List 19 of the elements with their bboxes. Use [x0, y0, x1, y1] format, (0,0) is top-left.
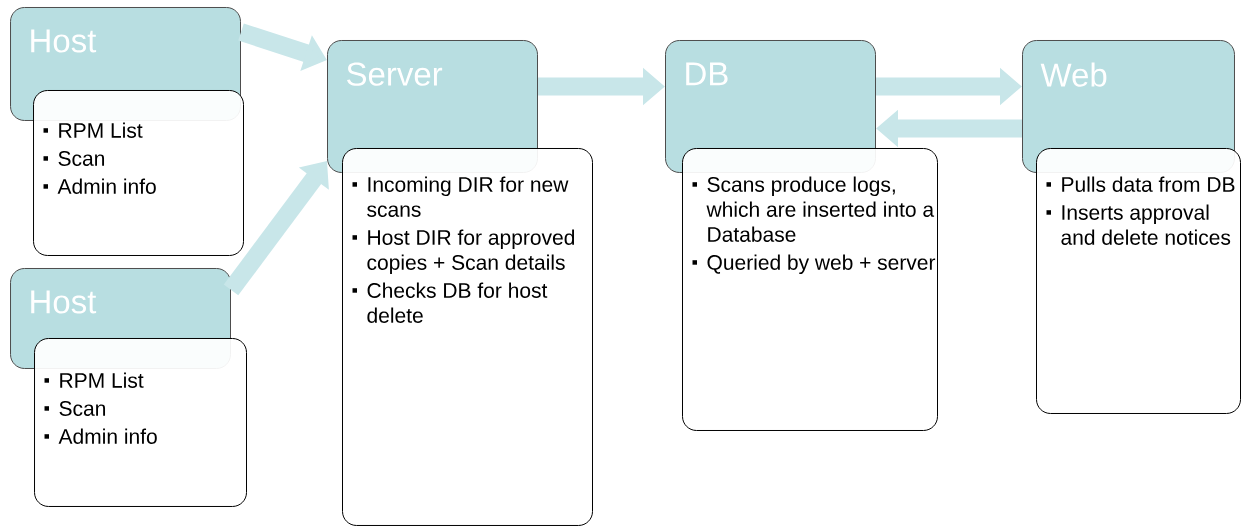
list-box: [34, 338, 247, 507]
list-box: [342, 148, 593, 526]
list-box: [1036, 148, 1241, 414]
list-item: RPM List: [44, 372, 144, 388]
list-box: [682, 148, 938, 431]
list-item: Admin info: [43, 178, 156, 194]
list-item: Scan: [44, 401, 105, 416]
list-box: [33, 90, 244, 256]
list-item: Scans produce logs, which are inserted into a Database: [692, 176, 935, 242]
list-item: Incoming DIR for new scans: [352, 176, 569, 217]
list-item: Inserts approval and delete notices: [1046, 204, 1231, 245]
list-item: Host DIR for approved copies + Scan details: [352, 229, 575, 275]
list-item: Pulls data from DB: [1046, 176, 1235, 192]
list-item: RPM List: [43, 122, 143, 138]
list-item: Queried by web + server: [692, 254, 936, 275]
list-item: Admin info: [44, 428, 157, 444]
list-item: Scan: [43, 151, 104, 166]
block-arrow: [223, 161, 329, 296]
list-item: Checks DB for host delete: [352, 282, 548, 323]
